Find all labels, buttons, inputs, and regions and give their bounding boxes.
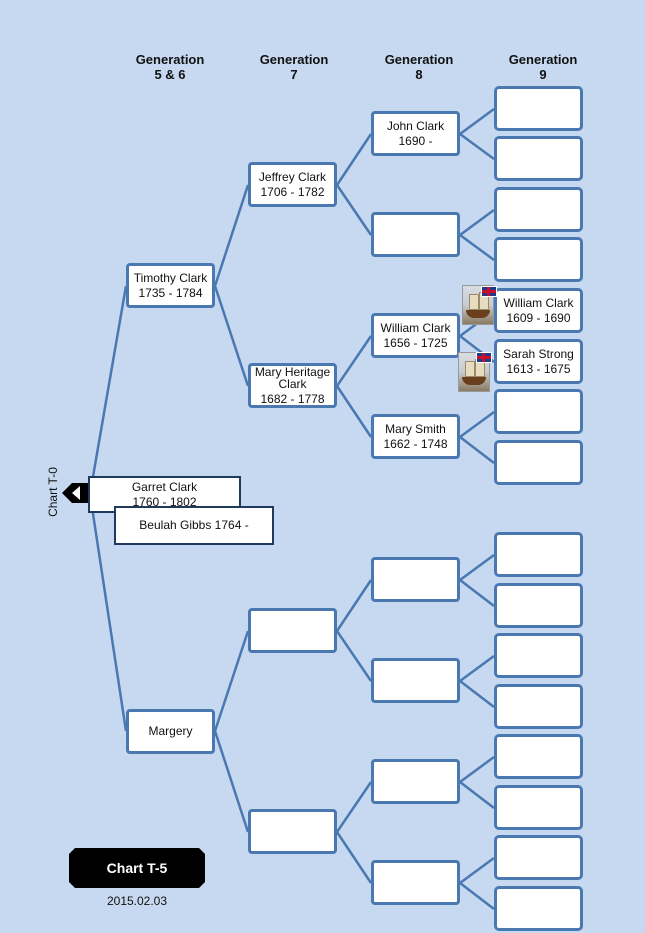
person-name: John Clark <box>386 118 445 133</box>
header-generation-5-6: Generation 5 & 6 <box>120 52 220 82</box>
header-line-1: Generation <box>259 52 329 67</box>
header-generation-9: Generation 9 <box>493 52 593 82</box>
gen8-box-0[interactable]: John Clark 1690 - <box>371 111 460 156</box>
connector-line <box>459 856 495 885</box>
person-name: Mary Smith <box>385 421 446 436</box>
gen7-box-2[interactable] <box>248 608 337 653</box>
header-line-2: 9 <box>539 67 547 82</box>
spouse-text: Beulah Gibbs 1764 - <box>139 518 249 532</box>
gen9-box-15[interactable] <box>494 886 583 931</box>
connector-line <box>335 579 373 632</box>
connector-line <box>459 208 495 237</box>
connector-line <box>459 132 495 161</box>
person-years: 1609 - 1690 <box>506 310 571 325</box>
connector-line <box>459 680 495 708</box>
person-name: Timothy Clark <box>133 270 208 285</box>
connector-line <box>459 436 495 464</box>
gen9-box-0[interactable] <box>494 86 583 131</box>
person-years: 1706 - 1782 <box>260 184 325 199</box>
header-line-2: 7 <box>290 67 298 82</box>
connector-line <box>335 335 373 387</box>
gen8-box-3[interactable]: Mary Smith 1662 - 1748 <box>371 414 460 459</box>
connector-line <box>335 781 373 833</box>
connector-line <box>213 184 250 287</box>
person-years: 1735 - 1784 <box>138 285 203 300</box>
connector-line <box>335 184 373 236</box>
header-line-1: Generation <box>508 52 578 67</box>
side-chart-label: Chart T-0 <box>45 467 60 517</box>
gen9-box-2[interactable] <box>494 187 583 232</box>
gen9-box-1[interactable] <box>494 136 583 181</box>
gen9-box-6[interactable] <box>494 389 583 434</box>
person-years: 1662 - 1748 <box>383 436 448 451</box>
connector-line <box>213 730 250 833</box>
connector-line <box>459 410 495 439</box>
person-name: William Clark <box>503 295 574 310</box>
gen8-box-2[interactable]: William Clark 1656 - 1725 <box>371 313 460 358</box>
connector-line <box>335 630 373 682</box>
connector-line <box>459 579 495 607</box>
connector-line <box>335 831 373 884</box>
person-years: 1656 - 1725 <box>383 335 448 350</box>
gen6-box-0[interactable]: Timothy Clark 1735 - 1784 <box>126 263 215 308</box>
gen8-box-4[interactable] <box>371 557 460 602</box>
person-years: 1690 - <box>398 133 433 148</box>
gen8-box-1[interactable] <box>371 212 460 257</box>
gen7-box-1[interactable]: Mary Heritage Clark 1682 - 1778 <box>248 363 337 408</box>
uk-flag-icon <box>481 286 497 297</box>
gen9-box-10[interactable] <box>494 633 583 678</box>
connector-line <box>213 285 250 387</box>
gen9-box-7[interactable] <box>494 440 583 485</box>
spouse-box[interactable]: Beulah Gibbs 1764 - <box>114 506 274 545</box>
gen9-box-12[interactable] <box>494 734 583 779</box>
person-name: Sarah Strong <box>503 346 574 361</box>
gen8-box-5[interactable] <box>371 658 460 703</box>
connector-line <box>459 553 495 582</box>
person-name: Mary Heritage Clark <box>254 365 331 391</box>
connector-line <box>335 385 373 438</box>
header-line-1: Generation <box>135 52 205 67</box>
gen9-box-9[interactable] <box>494 583 583 628</box>
connector-line <box>459 755 495 784</box>
connector-line <box>459 882 495 910</box>
gen8-box-7[interactable] <box>371 860 460 905</box>
root-name: Garret Clark <box>131 479 198 494</box>
chart-date: 2015.02.03 <box>106 894 168 908</box>
person-name: Margery <box>148 724 193 738</box>
connector-line <box>88 493 128 732</box>
connector-line <box>213 630 250 732</box>
gen9-box-11[interactable] <box>494 684 583 729</box>
person-years: 1613 - 1675 <box>506 361 571 376</box>
connector-line <box>88 285 128 495</box>
back-arrow-icon[interactable] <box>62 483 90 503</box>
header-line-1: Generation <box>384 52 454 67</box>
person-years: 1682 - 1778 <box>260 392 325 406</box>
header-generation-7: Generation 7 <box>244 52 344 82</box>
person-name: William Clark <box>380 320 451 335</box>
connector-line <box>335 133 373 186</box>
connector-line <box>459 654 495 683</box>
chart-title-badge: Chart T-5 <box>69 848 205 888</box>
gen9-box-8[interactable] <box>494 532 583 577</box>
connector-line <box>459 781 495 809</box>
gen7-box-0[interactable]: Jeffrey Clark 1706 - 1782 <box>248 162 337 207</box>
person-name: Jeffrey Clark <box>258 169 327 184</box>
header-generation-8: Generation 8 <box>369 52 469 82</box>
connector-line <box>459 107 495 136</box>
header-line-2: 5 & 6 <box>154 67 186 82</box>
gen7-box-3[interactable] <box>248 809 337 854</box>
uk-flag-icon <box>476 352 492 363</box>
gen6-box-1[interactable]: Margery <box>126 709 215 754</box>
header-line-2: 8 <box>415 67 423 82</box>
root-years: 1760 - 1802 <box>132 494 197 509</box>
gen9-box-14[interactable] <box>494 835 583 880</box>
gen9-box-13[interactable] <box>494 785 583 830</box>
gen8-box-6[interactable] <box>371 759 460 804</box>
gen9-box-3[interactable] <box>494 237 583 282</box>
connector-line <box>459 233 495 262</box>
